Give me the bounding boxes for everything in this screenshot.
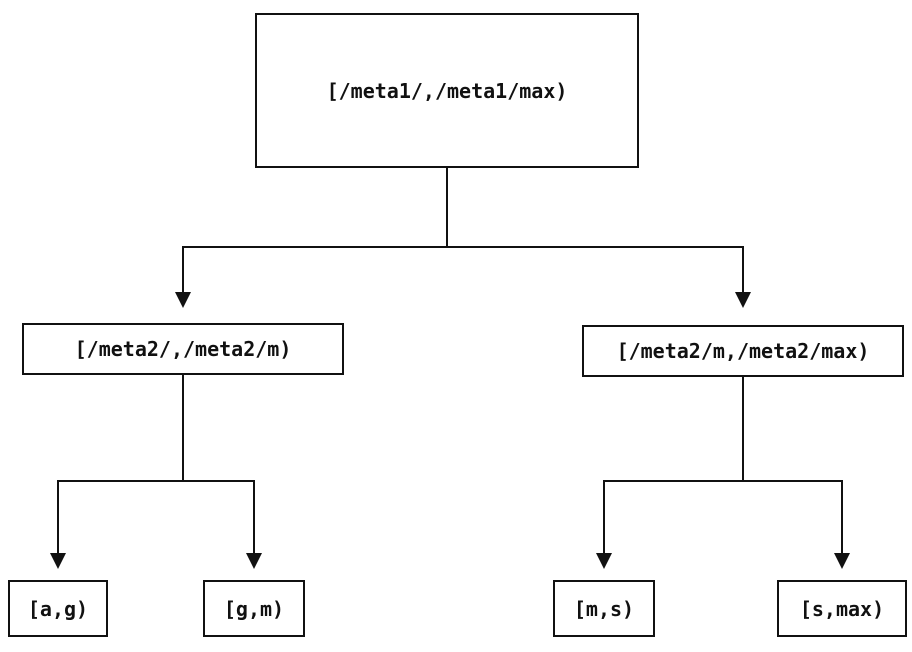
arrowhead-ms <box>596 553 612 569</box>
node-root-label: [/meta1/,/meta1/max) <box>326 78 568 103</box>
arrowhead-smax <box>834 553 850 569</box>
node-leaf-smax: [s,max) <box>777 580 907 637</box>
node-leaf-ms: [m,s) <box>553 580 655 637</box>
node-meta2-right: [/meta2/m,/meta2/max) <box>582 325 904 377</box>
arrowhead-ag <box>50 553 66 569</box>
node-leaf-ag: [a,g) <box>8 580 108 637</box>
node-root: [/meta1/,/meta1/max) <box>255 13 639 168</box>
node-meta2-left-label: [/meta2/,/meta2/m) <box>74 337 292 361</box>
arrowhead-gm <box>246 553 262 569</box>
arrowhead-right <box>735 292 751 308</box>
node-leaf-ms-label: [m,s) <box>573 596 635 621</box>
node-leaf-ag-label: [a,g) <box>27 596 89 621</box>
arrowhead-left <box>175 292 191 308</box>
node-leaf-gm-label: [g,m) <box>223 596 285 621</box>
node-meta2-right-label: [/meta2/m,/meta2/max) <box>616 339 870 363</box>
node-leaf-smax-label: [s,max) <box>799 596 885 621</box>
node-meta2-left: [/meta2/,/meta2/m) <box>22 323 344 375</box>
node-leaf-gm: [g,m) <box>203 580 305 637</box>
